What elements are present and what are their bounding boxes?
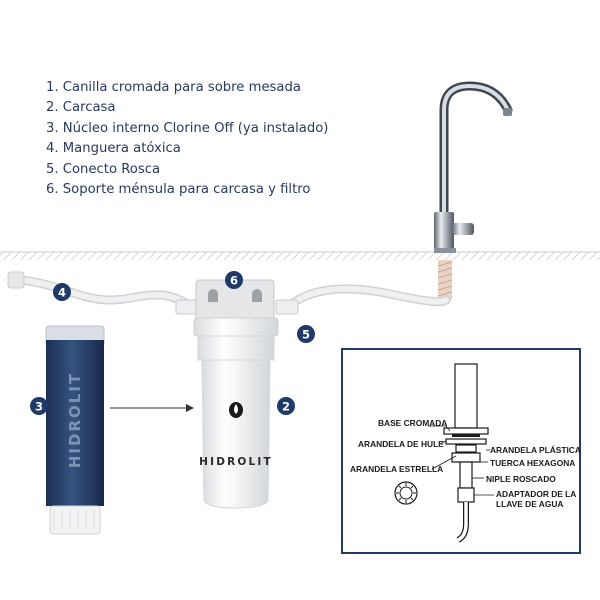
legend-item-5: 5. Conecto Rosca <box>46 161 161 177</box>
label-niple-roscado: NIPLE ROSCADO <box>486 474 556 484</box>
badge-2: 2 <box>277 397 295 415</box>
badge-6: 6 <box>225 271 243 289</box>
legend-item-1: 1. Canilla cromada para sobre mesada <box>46 80 301 95</box>
insert-arrow <box>110 404 194 412</box>
label-arandela-hule: ARANDELA DE HULE <box>358 439 444 449</box>
badge-5: 5 <box>297 325 315 343</box>
label-base-cromada: BASE CROMADA <box>378 418 447 428</box>
svg-text:6: 6 <box>230 274 238 288</box>
hoses <box>7 271 451 315</box>
badge-4: 4 <box>53 283 71 301</box>
legend-item-4: 4. Manguera atóxica <box>46 141 181 157</box>
legend-item-6: 6. Soporte ménsula para carcasa y filtro <box>46 182 311 198</box>
filter-cartridge: HIDROLIT <box>45 325 105 535</box>
installation-detail: BASE CROMADA ARANDELA DE HULE ARANDELA P… <box>341 348 581 554</box>
svg-text:2: 2 <box>282 400 290 414</box>
svg-text:4: 4 <box>58 286 66 300</box>
svg-text:3: 3 <box>35 400 43 414</box>
label-tuerca-hexagona: TUERCA HEXAGONA <box>490 458 575 468</box>
legend-item-3: 3. Núcleo interno Clorine Off (ya instal… <box>46 120 329 136</box>
legend-list: 1. Canilla cromada para sobre mesada 2. … <box>46 78 328 200</box>
badge-3: 3 <box>30 397 48 415</box>
countertop <box>0 251 600 260</box>
cartridge-brand-label: HIDROLIT <box>66 372 84 468</box>
label-adaptador-1: ADAPTADOR DE LA <box>496 489 576 499</box>
label-adaptador-2: LLAVE DE AGUA <box>496 499 563 509</box>
svg-text:5: 5 <box>302 328 310 342</box>
chrome-faucet <box>434 81 513 300</box>
label-arandela-plastica: ARANDELA PLÁSTICA <box>490 444 581 455</box>
housing-brand-label: HIDROLIT <box>199 456 273 468</box>
mounting-bracket <box>195 279 275 325</box>
legend-item-2: 2. Carcasa <box>46 100 116 116</box>
label-arandela-estrella: ARANDELA ESTRELLA <box>350 464 443 474</box>
filter-housing: HIDROLIT <box>193 317 279 509</box>
